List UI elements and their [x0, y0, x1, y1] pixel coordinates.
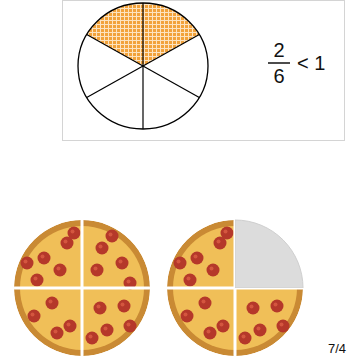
comparison-text: < 1	[297, 53, 325, 73]
fraction-denominator: 6	[273, 66, 284, 86]
fraction-bar	[268, 62, 290, 64]
fraction-numerator: 2	[273, 40, 284, 60]
sector-lines	[87, 3, 200, 129]
fraction-label: 7/4	[328, 342, 346, 355]
panel-border	[63, 1, 345, 141]
shaded-sectors	[87, 3, 200, 66]
pizzas	[14, 220, 303, 356]
circle-outline	[78, 3, 208, 129]
